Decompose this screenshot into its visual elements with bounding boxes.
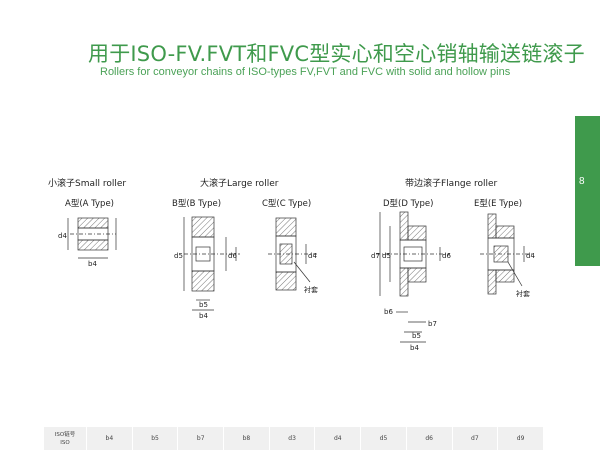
table-header-cell: b7 [177,427,225,450]
roller-drawings: d4 b4 d5 d6 b5 b4 [58,211,535,352]
table-header-cell: b4 [86,427,133,450]
type-c-drawing: d4 衬套 [268,217,318,294]
type-b-drawing: d5 d6 b5 b4 [174,216,240,320]
dim-d4-c: d4 [308,252,317,260]
table-header-cell: d7 [452,427,499,450]
table-header-cell: d6 [406,427,453,450]
section-tab: 8 [575,116,600,266]
dim-d7-d: d7 [371,252,380,260]
type-d-drawing: d7 d5 d6 b6 b7 b5 b4 [371,211,451,352]
dim-d6-d: d6 [442,252,451,260]
page-subtitle: Rollers for conveyor chains of ISO-types… [100,66,511,78]
sleeve-label-c: 衬套 [304,285,318,294]
dim-d5-b: d5 [174,252,183,260]
table-header-cell: b5 [132,427,179,450]
flange-roller-title: 带边滚子Flange roller [405,179,498,189]
type-b-label: B型(B Type) [172,199,222,209]
dim-d4-a: d4 [58,232,67,240]
section-tab-label: 8 [579,176,585,187]
table-header-cell: d3 [269,427,316,450]
dim-d4-e: d4 [526,252,535,260]
table-header-cell: b8 [223,427,270,450]
type-c-label: C型(C Type) [262,199,312,209]
type-a-drawing: d4 b4 [58,217,117,268]
large-roller-title: 大滚子Large roller [200,179,279,189]
dim-b7-d: b7 [428,320,437,328]
type-a-label: A型(A Type) [65,199,114,209]
type-e-drawing: d4 衬套 [480,213,535,298]
dim-b6-d: b6 [384,308,393,316]
dim-b5-d: b5 [412,332,421,340]
type-e-label: E型(E Type) [474,199,523,209]
dim-b4-d: b4 [410,344,419,352]
dim-b5-b: b5 [199,301,208,309]
dim-b4-b: b4 [199,312,208,320]
table-header-cell: d4 [314,427,362,450]
table-header-iso: ISO链号 ISO [44,427,87,450]
spec-table: ISO链号 ISO b4 b5 b7 b8 d3 d4 d5 d6 d7 d9 [44,427,544,450]
dim-b4-a: b4 [88,260,97,268]
table-header-cell: d5 [360,427,407,450]
page-title: 用于ISO-FV.FVT和FVC型实心和空心销轴输送链滚子 [88,42,585,66]
type-d-label: D型(D Type) [383,199,434,209]
sleeve-label-e: 衬套 [516,289,530,298]
table-header-cell: d9 [497,427,544,450]
dim-d6-b: d6 [228,252,237,260]
small-roller-title: 小滚子Small roller [48,179,127,189]
table-header-row: ISO链号 ISO b4 b5 b7 b8 d3 d4 d5 d6 d7 d9 [44,427,544,450]
dim-d5-d: d5 [382,252,391,260]
